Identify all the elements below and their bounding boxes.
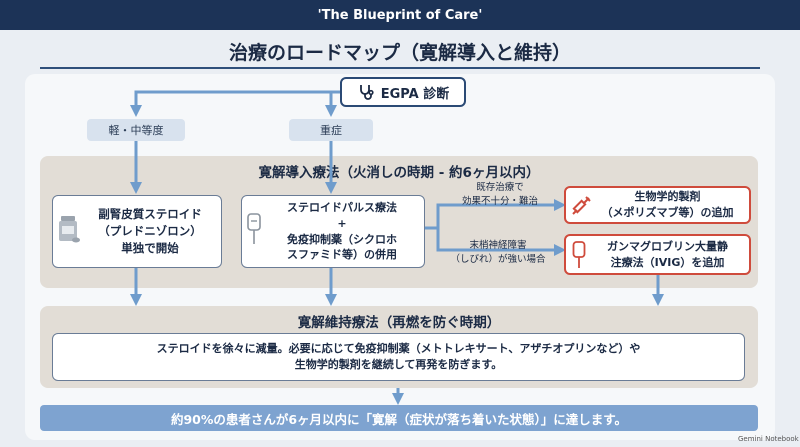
biologic-text: 生物学的製剤 （メポリズマブ等）の追加: [601, 190, 734, 219]
diagnosis-box: EGPA 診断: [340, 77, 466, 107]
ivig-card: ガンマグロブリン大量静 注療法（IVIG）を追加: [564, 234, 751, 275]
stethoscope-icon: [359, 85, 374, 100]
title-divider: [40, 67, 760, 69]
severity-mild-chip: 軽・中等度: [87, 119, 185, 141]
branch-lower-note: 末梢神経障害 （しびれ）が強い場合: [450, 240, 546, 265]
outcome-text: 約90%の患者さんが6ヶ月以内に「寛解（症状が落ち着いた状態）」に達します。: [170, 411, 628, 427]
outcome-banner: 約90%の患者さんが6ヶ月以内に「寛解（症状が落ち着いた状態）」に達します。: [40, 405, 758, 431]
iv-bag-icon: [247, 213, 261, 244]
notebook-logo: Gemini Notebook: [738, 435, 799, 443]
pill-bottle-icon: [59, 216, 80, 243]
branch-upper-note: 既存治療で 効果不十分・難治: [461, 182, 538, 207]
maintenance-title: 寛解維持療法（再燃を防ぐ時期）: [297, 315, 501, 331]
diagnosis-label: EGPA 診断: [380, 86, 450, 102]
severe-treatment-text: ステロイドパルス療法 + 免疫抑制薬（シクロホ スファミド等）の併用: [287, 200, 397, 262]
mild-treatment-text: 副腎皮質ステロイド （プレドニゾロン） 単独で開始: [98, 207, 202, 255]
ivig-text: ガンマグロブリン大量静 注療法（IVIG）を追加: [607, 239, 728, 269]
page-title: 治療のロードマップ（寛解導入と維持）: [228, 42, 571, 64]
maintenance-text: ステロイドを徐々に減量。必要に応じて免疫抑制薬（メトトレキサート、アザチオプリン…: [156, 342, 641, 371]
severity-severe-chip: 重症: [289, 119, 373, 141]
banner-text: 'The Blueprint of Care': [317, 7, 483, 23]
syringe-icon: [572, 196, 591, 215]
mild-treatment-card: 副腎皮質ステロイド （プレドニゾロン） 単独で開始: [52, 195, 222, 268]
biologic-card: 生物学的製剤 （メポリズマブ等）の追加: [564, 186, 751, 224]
induction-title: 寛解導入療法（火消しの時期 - 約6ヶ月以内）: [258, 165, 540, 181]
severe-treatment-card: ステロイドパルス療法 + 免疫抑制薬（シクロホ スファミド等）の併用: [241, 195, 425, 268]
top-banner: 'The Blueprint of Care': [0, 0, 800, 30]
maintenance-card: ステロイドを徐々に減量。必要に応じて免疫抑制薬（メトトレキサート、アザチオプリン…: [52, 333, 745, 381]
infusion-bag-icon: [572, 241, 586, 268]
